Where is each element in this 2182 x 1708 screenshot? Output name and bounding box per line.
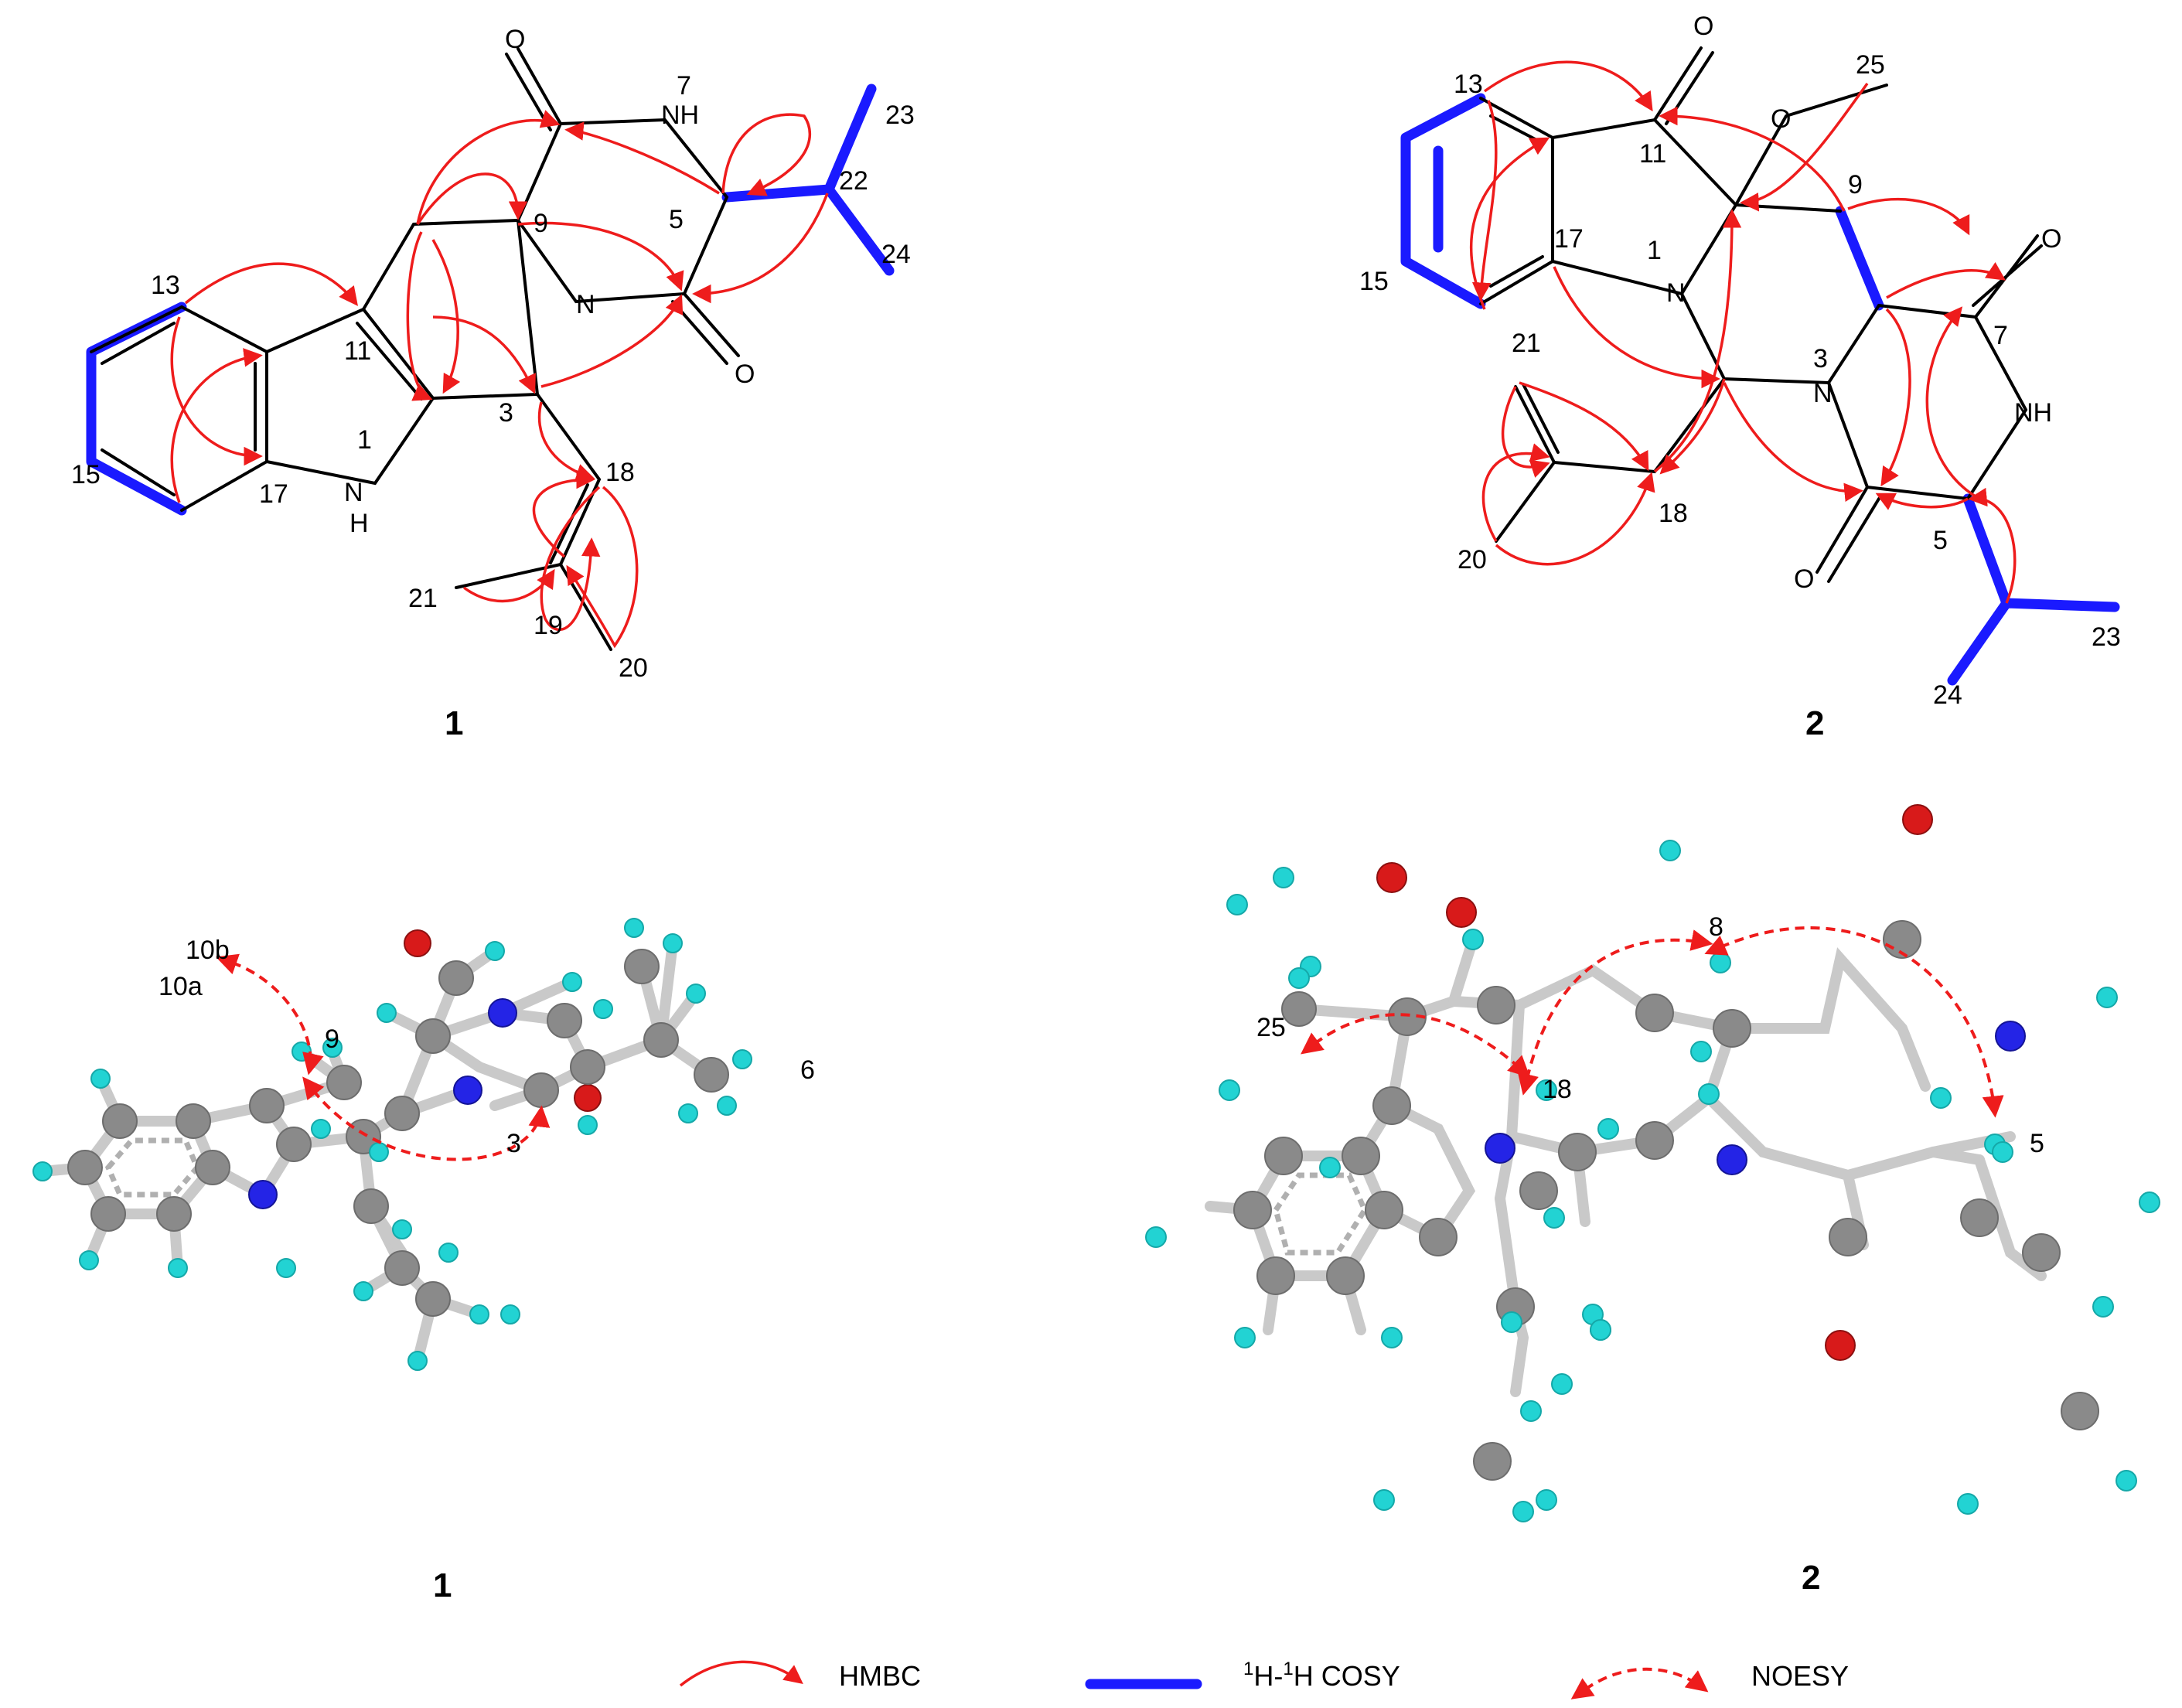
- legend-hmbc-arrow: [679, 1660, 803, 1687]
- c2-label-24: 24: [1933, 680, 1962, 710]
- c1-label-13: 13: [151, 271, 180, 300]
- c2-label-11: 11: [1639, 139, 1666, 169]
- c2-label-21: 21: [1512, 329, 1541, 358]
- c2-NH: NH: [2014, 398, 2052, 428]
- legend: HMBC 1H-1H COSY NOESY: [679, 1659, 1849, 1699]
- c1-N: N: [576, 290, 595, 319]
- c2-label-9: 9: [1848, 170, 1863, 199]
- c1-3d-10a: 10a: [159, 972, 203, 1001]
- c2-label-23: 23: [2092, 622, 2121, 652]
- c1-label-11: 11: [344, 336, 371, 366]
- c2-label-7: 7: [1993, 321, 2008, 350]
- cosy-side-chain-2: [1947, 493, 2120, 686]
- c2-3d-5: 5: [2030, 1129, 2044, 1158]
- c1-label-7: 7: [677, 71, 691, 101]
- c1-label-24: 24: [881, 240, 911, 269]
- compound-2-3d-model: 8 25 18 5 2: [1145, 804, 2160, 1597]
- c2-label-13: 13: [1454, 70, 1483, 99]
- c2-O-right: O: [2041, 224, 2061, 254]
- c2-N3: N: [1813, 379, 1833, 408]
- cosy-benzene-2: [1400, 93, 1486, 309]
- c1-3d-10b: 10b: [186, 936, 230, 965]
- c1-label-22: 22: [839, 166, 868, 196]
- c1-label-1: 1: [357, 425, 372, 455]
- c2-N1: N: [1666, 278, 1686, 308]
- c2-label-1: 1: [1647, 236, 1662, 265]
- compound-2-3d-label: 2: [1802, 1559, 1820, 1597]
- c1-3d-3: 3: [506, 1129, 521, 1158]
- legend-cosy-label: 1H-1H COSY: [1243, 1659, 1400, 1692]
- c2-3d-18: 18: [1543, 1075, 1572, 1104]
- c1-H1: H: [349, 509, 369, 538]
- c2-O-bottom: O: [1794, 564, 1814, 594]
- c2-label-3: 3: [1813, 344, 1828, 373]
- cosy-c9-2: [1835, 206, 1884, 311]
- c1-NH: NH: [661, 101, 699, 130]
- c1-3d-6: 6: [800, 1055, 815, 1085]
- c2-label-15: 15: [1359, 267, 1389, 296]
- compound-1-structure: O NH 7 23 22 13 9 5 N 24 11 O 3 1 15 17 …: [71, 25, 915, 742]
- c1-label-20: 20: [619, 653, 648, 683]
- cosy-benzene-1: [86, 302, 187, 516]
- c1-label-15: 15: [71, 460, 101, 489]
- c1-label-23: 23: [885, 101, 915, 130]
- c1-3d-9: 9: [325, 1024, 339, 1054]
- c1-N1: N: [344, 478, 363, 507]
- c1-O-top: O: [505, 25, 525, 54]
- legend-noesy-arrow: [1570, 1667, 1709, 1699]
- c1-label-5: 5: [669, 205, 684, 234]
- c2-label-25: 25: [1856, 50, 1885, 80]
- compound-1-3d-model: 10b 10a 9 6 3 1: [32, 918, 815, 1604]
- legend-hmbc-label: HMBC: [839, 1660, 921, 1692]
- c1-label-19: 19: [534, 611, 563, 640]
- c2-label-5: 5: [1933, 526, 1948, 555]
- c1-label-18: 18: [605, 458, 635, 487]
- compound-1-3d-label: 1: [433, 1567, 452, 1604]
- c1-label-17: 17: [259, 479, 288, 509]
- c2-O-methoxy: O: [1771, 104, 1791, 134]
- c1-O-right: O: [735, 360, 755, 389]
- c1-label-3: 3: [499, 398, 513, 428]
- compound-1-label: 1: [445, 704, 463, 742]
- compound-2-label: 2: [1805, 704, 1824, 742]
- c2-O-top: O: [1693, 12, 1713, 41]
- c2-label-18: 18: [1659, 499, 1688, 528]
- c2-label-17: 17: [1554, 224, 1584, 254]
- c1-label-21: 21: [408, 584, 438, 613]
- compound-2-structure: O 25 13 11 O 9 17 1 N O 15 21 3 N 7 NH 1…: [1359, 12, 2121, 742]
- c2-label-20: 20: [1458, 545, 1487, 574]
- c2-3d-8: 8: [1709, 912, 1723, 942]
- legend-noesy-label: NOESY: [1751, 1660, 1849, 1692]
- c1-label-9: 9: [534, 209, 548, 238]
- c2-3d-25: 25: [1256, 1013, 1286, 1042]
